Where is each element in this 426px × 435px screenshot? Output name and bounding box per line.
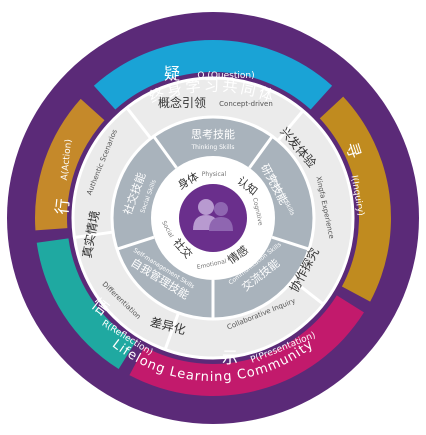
stage-char-presentation: 示 bbox=[222, 348, 238, 367]
stage-segment-action bbox=[34, 98, 105, 231]
skill-divider-1 bbox=[248, 135, 274, 169]
approach-divider-3 bbox=[163, 312, 180, 351]
skill-divider-2 bbox=[271, 235, 310, 251]
skill-divider-4 bbox=[116, 235, 155, 251]
approach-divider-0 bbox=[125, 106, 153, 140]
approach-cn-concept: 概念引领 bbox=[158, 95, 206, 110]
approach-dividers bbox=[74, 106, 325, 351]
approach-divider-2 bbox=[291, 278, 325, 306]
domain-en-physical: Physical bbox=[202, 171, 227, 178]
approach-divider-1 bbox=[276, 109, 305, 142]
stage-segment-inquiry bbox=[319, 96, 392, 302]
stage-segment-presentation bbox=[129, 295, 364, 397]
stage-segment-reflection bbox=[36, 238, 136, 369]
approach-en-concept: Concept-driven bbox=[219, 100, 273, 108]
stage-band bbox=[34, 39, 392, 397]
stage-char-question: 疑 bbox=[164, 64, 180, 83]
stage-char-action: 行 bbox=[52, 197, 73, 215]
skill-en-thinking: Thinking Skills bbox=[190, 144, 234, 151]
approach-divider-4 bbox=[74, 230, 114, 239]
two-heads-icon bbox=[193, 199, 233, 231]
skill-dividers bbox=[116, 135, 310, 319]
stage-char-inquiry: 寻 bbox=[342, 140, 365, 161]
skill-cn-thinking: 思考技能 bbox=[191, 127, 235, 141]
stage-label-action: A(Action) bbox=[60, 139, 74, 181]
stage-segment-question bbox=[93, 39, 333, 110]
stage-label-question: Q (Question) bbox=[197, 71, 254, 81]
skill-divider-0 bbox=[152, 135, 178, 169]
